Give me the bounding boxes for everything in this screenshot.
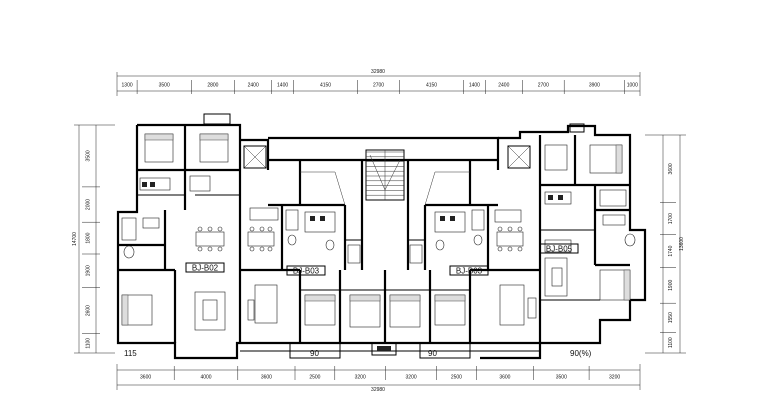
top-dim-12: 1000 (627, 83, 638, 89)
right-total-dimension: 13600 (679, 237, 685, 251)
unit-label-b05: BJ-B05 (546, 245, 573, 254)
bottom-dim-3: 2500 (309, 375, 320, 381)
left-dim-2: 1800 (86, 232, 92, 243)
top-total-dimension: 32980 (371, 69, 385, 75)
top-dim-1: 3500 (159, 83, 170, 89)
right-dim-1: 1700 (668, 213, 674, 224)
right-dim-5: 1100 (668, 337, 674, 348)
area-label-b03-right: 90 (428, 349, 437, 358)
bottom-dim-9: 3200 (609, 375, 620, 381)
left-dim-4: 2600 (86, 305, 92, 316)
top-dim-2: 2800 (207, 83, 218, 89)
bottom-dimension-chain: 3600 4000 3600 2500 3200 3200 2500 3600 3500 3200… (116, 364, 641, 393)
right-dimension-chain: 3600 1700 1740 1900 1550 1100 13600 (645, 134, 686, 354)
left-dim-1: 2000 (86, 199, 92, 210)
bottom-dim-7: 3600 (499, 375, 510, 381)
unit-label-b03-right: BJ-B03 (456, 267, 483, 276)
area-labels: 115 90 90 90(%) (124, 349, 592, 358)
unit-type-labels: BJ-B02 BJ-B03 BJ-B03 BJ-B05 (185, 243, 579, 276)
top-dim-11: 3900 (589, 83, 600, 89)
top-dim-6: 2700 (373, 83, 384, 89)
unit-label-b03-left: BJ-B03 (293, 267, 320, 276)
right-dim-2: 1740 (668, 245, 674, 256)
top-dim-10: 2700 (538, 83, 549, 89)
unit-label-b02: BJ-B02 (192, 264, 219, 273)
right-dim-0: 3600 (668, 163, 674, 174)
bottom-total-dimension: 32980 (371, 387, 385, 393)
top-dimension-chain: 32980 1300 3500 2800 2400 1400 4150 2700 4150 14… (116, 69, 641, 96)
furniture (121, 133, 636, 331)
top-dim-5: 4150 (320, 83, 331, 89)
top-dim-0: 1300 (122, 83, 133, 89)
right-dim-4: 1550 (668, 312, 674, 323)
bottom-dim-8: 3500 (556, 375, 567, 381)
left-dimension-chain: 3500 2000 1800 1900 2600 1100 14700 (72, 124, 115, 354)
interior-walls (118, 125, 630, 343)
bottom-dim-4: 3200 (355, 375, 366, 381)
bottom-dim-6: 2500 (451, 375, 462, 381)
bottom-dim-1: 4000 (200, 375, 211, 381)
area-label-b03-left: 90 (310, 349, 319, 358)
left-dim-3: 1900 (86, 265, 92, 276)
left-dim-5: 1100 (86, 338, 92, 349)
stair-core (203, 113, 585, 206)
bottom-dim-0: 3600 (140, 375, 151, 381)
top-dim-3: 2400 (248, 83, 259, 89)
bottom-dim-2: 3600 (261, 375, 272, 381)
right-dim-3: 1900 (668, 280, 674, 291)
bottom-dim-5: 3200 (406, 375, 417, 381)
area-label-b05: 90(%) (570, 349, 592, 358)
top-dim-8: 1400 (469, 83, 480, 89)
top-dim-9: 2400 (498, 83, 509, 89)
area-label-b02: 115 (124, 349, 137, 358)
left-total-dimension: 14700 (72, 232, 78, 246)
left-dim-0: 3500 (86, 150, 92, 161)
top-dim-4: 1400 (277, 83, 288, 89)
top-dim-7: 4150 (426, 83, 437, 89)
